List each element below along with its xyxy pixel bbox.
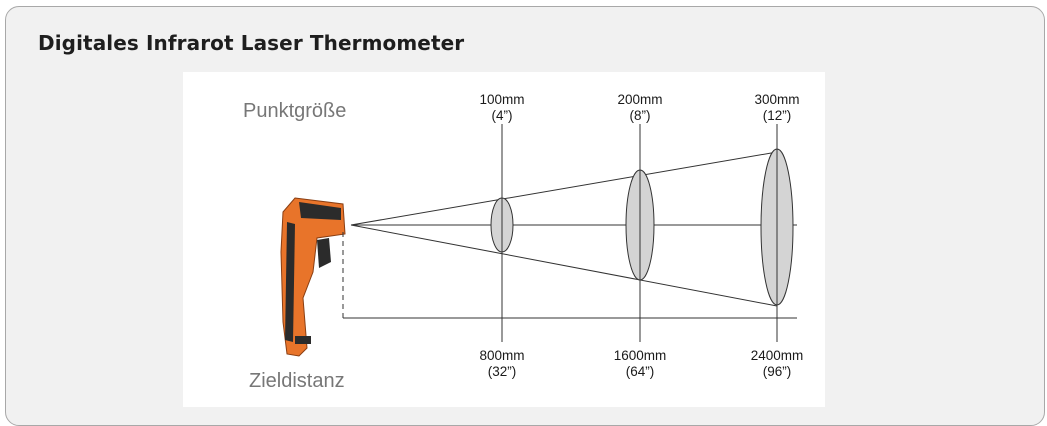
spot-size-2: 200mm(8”) (617, 92, 663, 123)
target-distance-label: Zieldistanz (249, 370, 345, 392)
spot-ellipse-2 (625, 124, 655, 342)
target-distance-3: 2400mm(96”) (750, 348, 804, 379)
diagram-panel: Punktgröße Zieldistanz 100mm(4”) 200mm(8… (183, 72, 825, 407)
target-distance-2: 1600mm(64”) (613, 348, 667, 379)
spot-size-diagram (280, 124, 797, 357)
beam-top-line (350, 151, 778, 226)
spot-size-label: Punktgröße (243, 100, 347, 122)
card-title: Digitales Infrarot Laser Thermometer (38, 31, 465, 55)
beam-bottom-line (350, 224, 778, 307)
spot-size-1: 100mm(4”) (479, 92, 525, 123)
spot-ellipse-1 (490, 124, 514, 342)
spot-size-3: 300mm(12”) (754, 92, 800, 123)
target-distance-1: 800mm(32”) (479, 348, 525, 379)
spot-ellipse-3 (760, 124, 794, 342)
thermometer-icon (280, 197, 346, 357)
